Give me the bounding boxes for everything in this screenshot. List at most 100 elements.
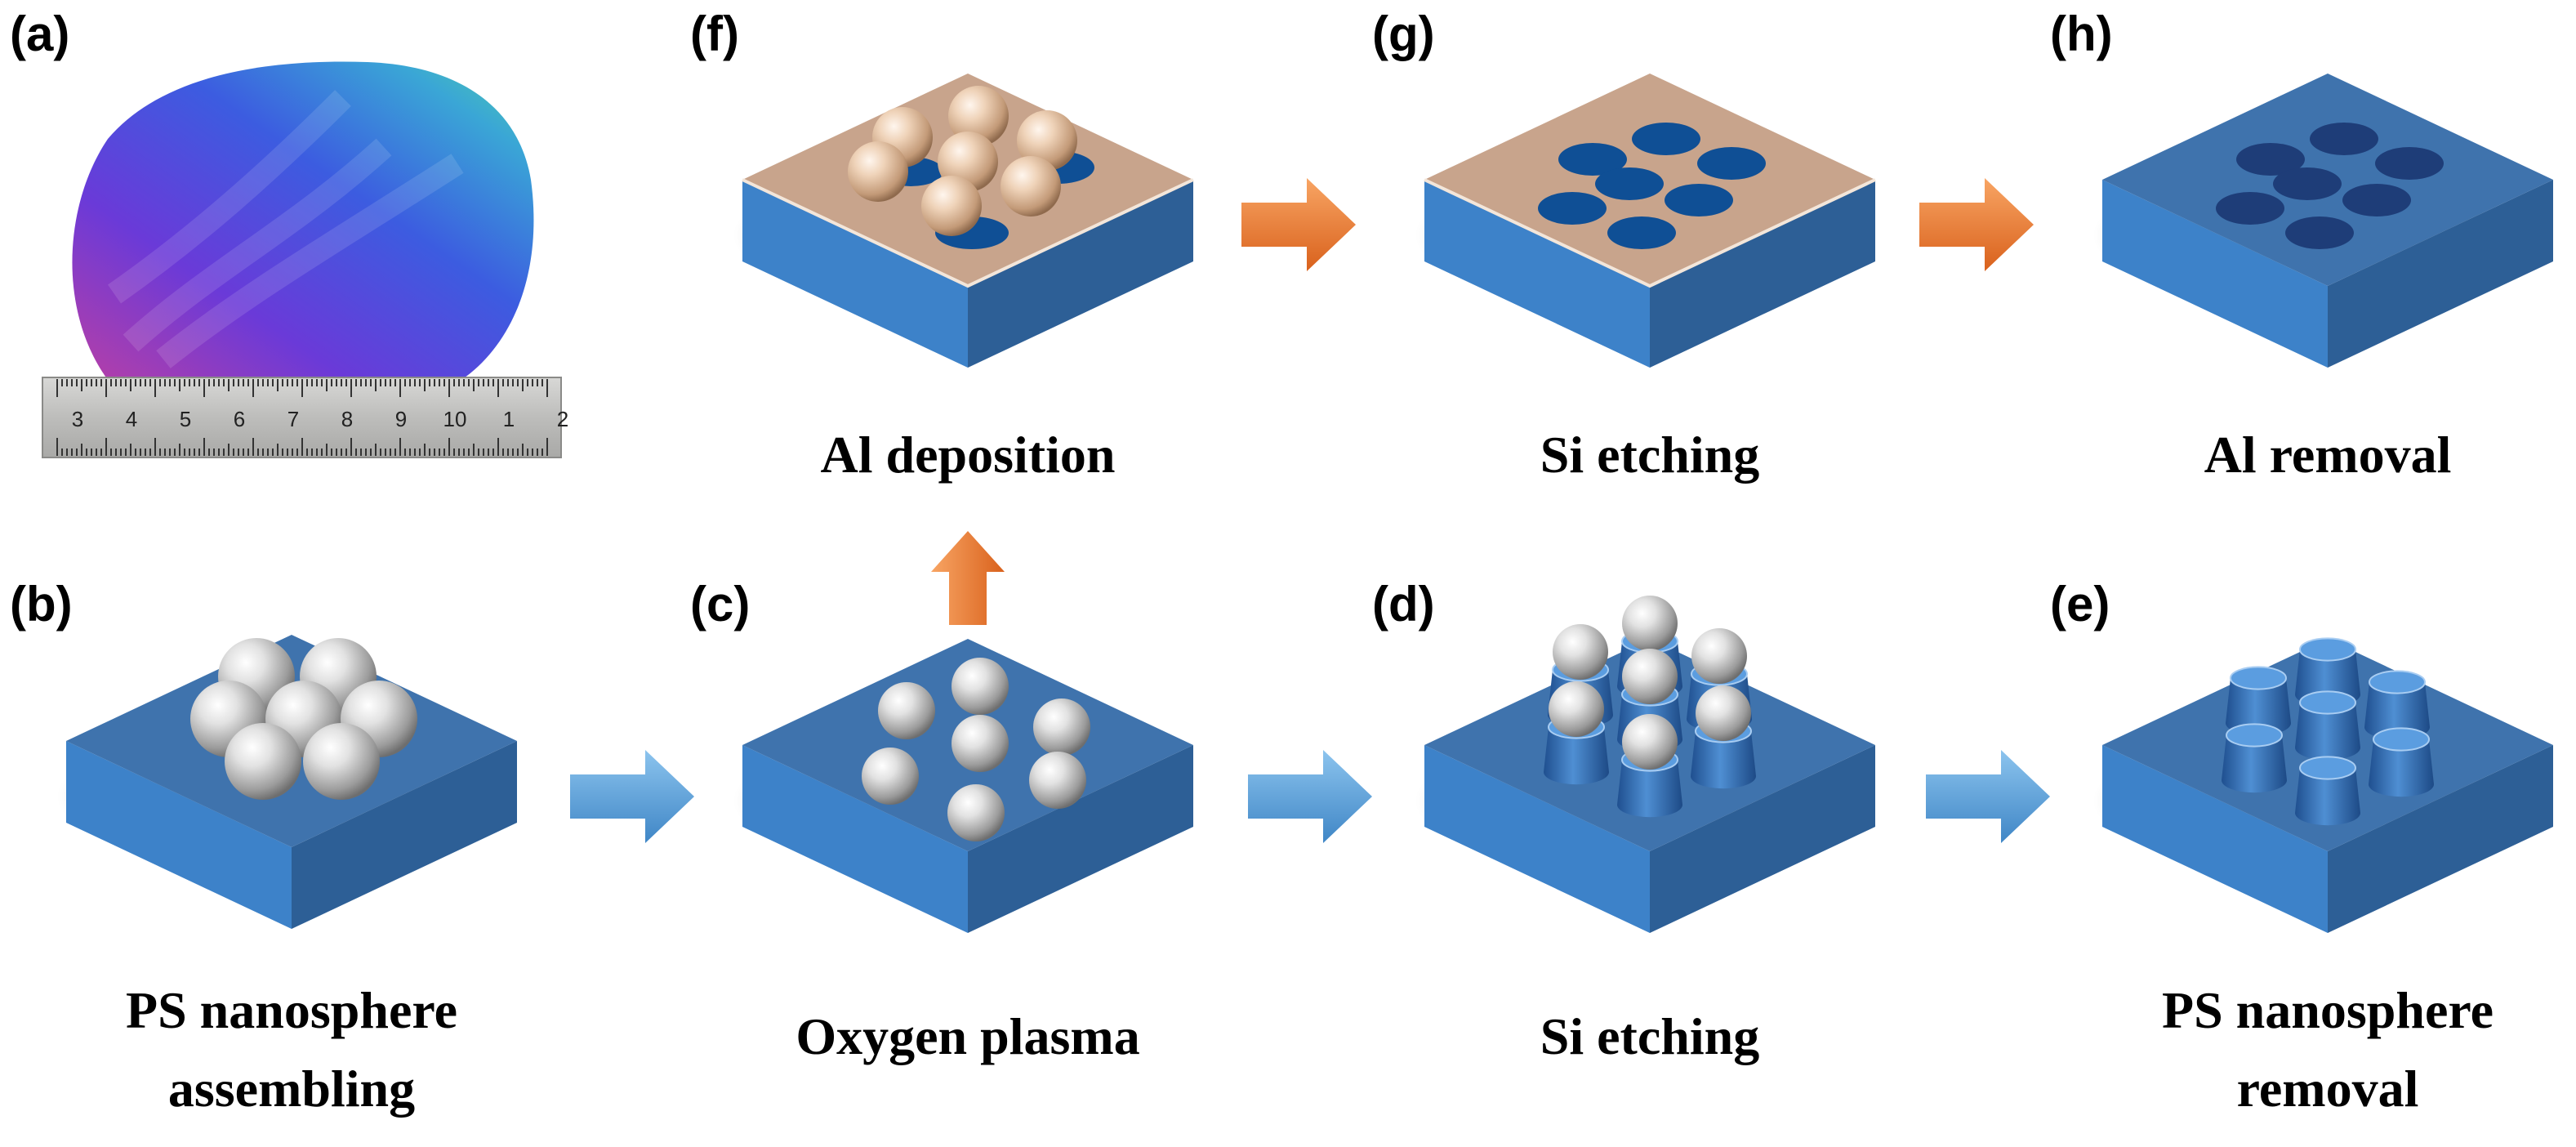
panel-g: (g) Si etching	[1372, 7, 1876, 484]
ps-nanosphere	[1691, 628, 1747, 684]
ps-nanosphere	[921, 176, 982, 236]
arrow-c-to-d	[1248, 750, 1372, 843]
ruler-number: 5	[180, 407, 191, 431]
panel-f: (f) Al deposition	[690, 7, 1194, 484]
ruler-number: 9	[395, 407, 407, 431]
substrate-block-al-coated	[742, 74, 1194, 368]
panel-d-caption: Si etching	[1540, 1007, 1759, 1065]
panel-c: (c) Oxygen plasma	[690, 577, 1193, 1065]
wafer-texture	[107, 90, 464, 368]
ps-nanosphere	[1033, 698, 1090, 756]
arrow-b-to-c	[570, 750, 694, 843]
ps-nanospheres	[190, 638, 417, 800]
nanohole	[1665, 184, 1733, 216]
nanohole	[1595, 167, 1664, 200]
ruler-number: 7	[287, 407, 299, 431]
panel-e-caption-line-1: PS nanosphere	[2162, 981, 2494, 1039]
wafer-photo	[72, 61, 534, 381]
ruler-ticks	[56, 379, 548, 456]
ps-nanosphere	[948, 86, 1009, 146]
si-pillar	[1544, 681, 1609, 785]
ps-nanosphere	[1696, 685, 1751, 741]
panel-h: (h) Al removal	[2050, 7, 2553, 484]
ps-nanosphere	[952, 658, 1009, 715]
ps-nanosphere	[1622, 714, 1678, 770]
si-pillar	[1691, 685, 1756, 789]
panel-b-label: (b)	[10, 577, 73, 632]
si-pillars	[2222, 637, 2434, 826]
ps-nanosphere	[1029, 752, 1086, 809]
ruler: 3 4 5 6 7 8 9 10 1 2	[42, 377, 568, 458]
ruler-number: 10	[443, 407, 467, 431]
panel-g-caption: Si etching	[1540, 426, 1759, 484]
panel-h-caption: Al removal	[2204, 426, 2452, 484]
ps-nanosphere	[947, 784, 1005, 841]
nanohole	[2273, 167, 2342, 200]
si-pillar	[2364, 670, 2430, 740]
nanohole	[1558, 143, 1627, 176]
ps-nanosphere	[1001, 156, 1061, 216]
nanohole	[1538, 192, 1607, 225]
panel-e: (e) PS nanosphere removal	[2050, 577, 2553, 1118]
panel-f-label: (f)	[690, 7, 739, 61]
panel-b-caption-line-2: assembling	[168, 1060, 415, 1118]
ps-nanosphere	[303, 723, 380, 800]
panel-c-label: (c)	[690, 577, 750, 632]
ps-nanospheres-al-coated	[848, 86, 1077, 236]
ruler-number: 3	[72, 407, 83, 431]
nanohole	[1607, 216, 1676, 249]
ps-nanosphere	[878, 682, 935, 739]
si-pillar	[2295, 756, 2360, 826]
si-pillar	[2295, 690, 2360, 761]
ruler-number: 6	[234, 407, 245, 431]
arrow-g-to-h	[1919, 178, 2034, 271]
arrow-c-to-f	[931, 531, 1005, 625]
nanoholes	[2216, 123, 2444, 249]
ps-nanosphere	[952, 715, 1009, 772]
ruler-number: 4	[126, 407, 137, 431]
nanohole	[2375, 147, 2444, 180]
panel-a: (a) 3 4 5 6 7 8 9 10 1 2	[10, 7, 568, 458]
ruler-number: 1	[503, 407, 515, 431]
panel-d: (d) Si etching	[1372, 577, 1875, 1065]
panel-b: (b) PS nanosphere assembling	[10, 577, 517, 1118]
si-pillar	[2226, 666, 2291, 736]
ps-nanosphere	[848, 141, 908, 202]
nanohole	[1697, 147, 1766, 180]
arrow-f-to-g	[1241, 178, 1356, 271]
panel-e-caption-line-2: removal	[2237, 1060, 2419, 1118]
nanohole	[2216, 192, 2284, 225]
ps-nanosphere	[1622, 649, 1678, 704]
nanohole	[2342, 184, 2411, 216]
ps-nanosphere	[862, 748, 919, 805]
ps-nanosphere	[1549, 681, 1604, 737]
ruler-numbers: 3 4 5 6 7 8 9 10 1 2	[72, 407, 568, 431]
nanohole	[2285, 216, 2354, 249]
panel-f-caption: Al deposition	[821, 426, 1116, 484]
ps-nanosphere	[1017, 110, 1077, 171]
si-pillar	[2295, 637, 2360, 707]
nanohole	[2236, 143, 2305, 176]
ruler-number: 8	[341, 407, 353, 431]
panel-b-caption-line-1: PS nanosphere	[126, 981, 457, 1039]
nanohole	[1632, 123, 1700, 155]
panel-a-label: (a)	[10, 7, 69, 61]
panel-d-label: (d)	[1372, 577, 1435, 632]
ps-nanosphere	[225, 723, 301, 800]
ps-nanosphere	[1553, 624, 1608, 680]
arrow-d-to-e	[1926, 750, 2050, 843]
si-pillar	[1617, 714, 1682, 818]
si-pillar	[2369, 727, 2434, 797]
nanohole	[2310, 123, 2378, 155]
etched-holes	[1538, 123, 1766, 249]
si-pillar	[2222, 723, 2287, 793]
panel-e-label: (e)	[2050, 577, 2110, 632]
panel-g-label: (g)	[1372, 7, 1435, 61]
panel-h-label: (h)	[2050, 7, 2113, 61]
panel-c-caption: Oxygen plasma	[796, 1007, 1139, 1065]
ruler-number: 2	[557, 407, 568, 431]
si-pillars-with-spheres	[1544, 596, 1756, 818]
shrunk-ps-nanospheres	[862, 658, 1090, 841]
ps-nanosphere	[1622, 596, 1678, 651]
